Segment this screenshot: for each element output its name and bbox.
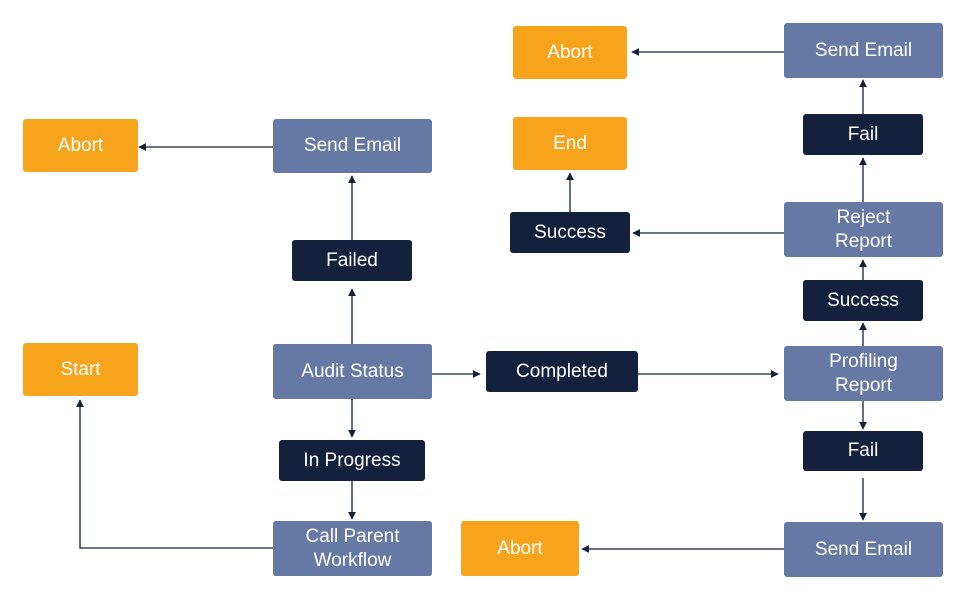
- abort-node-left-label: Abort: [57, 134, 104, 156]
- reject-report-node: Reject Report: [784, 202, 943, 257]
- abort-node-bottom-label: Abort: [497, 537, 543, 559]
- abort-node-top-label: Abort: [547, 41, 593, 63]
- call-parent-workflow-node: Call Parent Workflow: [273, 521, 432, 576]
- in-progress-status-label: In Progress: [303, 449, 401, 471]
- failed-status: Failed: [292, 240, 412, 281]
- profiling-report-node: Profiling Report: [784, 346, 943, 401]
- completed-status-label: Completed: [516, 360, 608, 382]
- fail-status-lower: Fail: [803, 431, 923, 471]
- reject-report-node-label: Reject Report: [834, 206, 893, 252]
- send-email-node-bottom-label: Send Email: [814, 538, 913, 560]
- success-status-top-label: Success: [534, 221, 606, 243]
- end-node: End: [513, 117, 627, 170]
- send-email-node-left: Send Email: [273, 119, 432, 173]
- profiling-report-node-label: Profiling Report: [829, 350, 898, 396]
- abort-node-top: Abort: [513, 26, 627, 79]
- success-status-mid-label: Success: [827, 289, 899, 311]
- send-email-node-top: Send Email: [784, 23, 943, 78]
- edge-call-parent-to-start: [76, 399, 273, 549]
- completed-status: Completed: [486, 351, 638, 392]
- audit-status-node: Audit Status: [273, 344, 432, 399]
- send-email-node-left-label: Send Email: [303, 135, 402, 156]
- start-node: Start: [23, 343, 138, 396]
- failed-status-label: Failed: [326, 249, 378, 271]
- send-email-node-top-label: Send Email: [814, 39, 913, 61]
- fail-status-upper-label: Fail: [847, 123, 879, 145]
- abort-node-bottom: Abort: [461, 521, 579, 576]
- call-parent-workflow-node-label: Call Parent Workflow: [305, 525, 400, 571]
- abort-node-left: Abort: [23, 119, 138, 172]
- fail-status-lower-label: Fail: [847, 440, 879, 461]
- success-status-top: Success: [510, 212, 630, 253]
- audit-status-node-label: Audit Status: [301, 360, 404, 382]
- send-email-node-bottom: Send Email: [784, 522, 943, 577]
- start-node-label: Start: [60, 358, 101, 380]
- in-progress-status: In Progress: [279, 440, 425, 481]
- fail-status-upper: Fail: [803, 114, 923, 155]
- success-status-mid: Success: [803, 280, 923, 321]
- end-node-label: End: [553, 132, 587, 154]
